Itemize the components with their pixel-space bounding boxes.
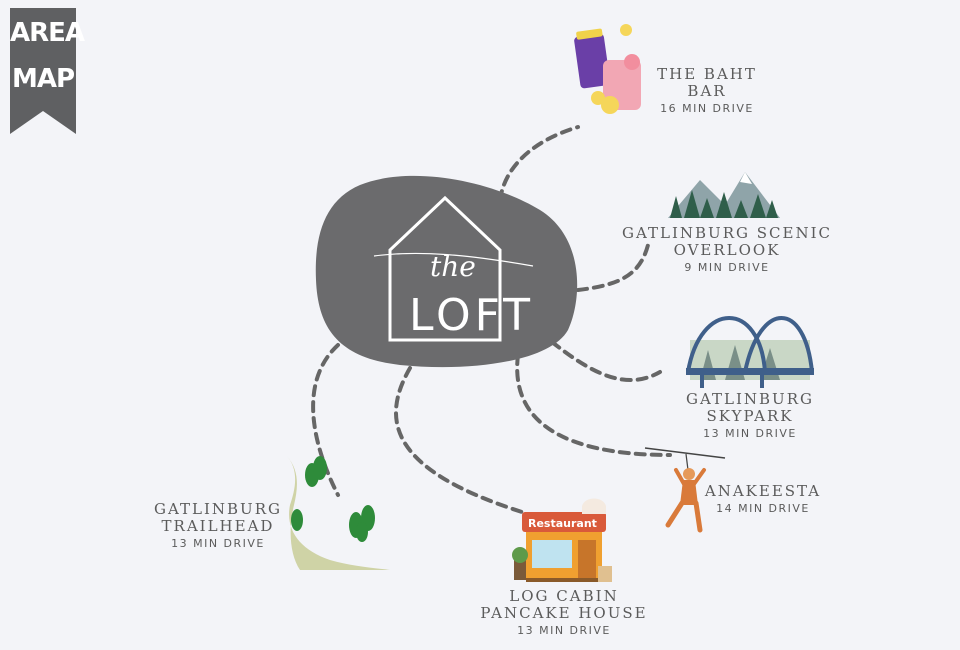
route-baht-bar	[498, 125, 580, 202]
location-log-cabin[interactable]: LOG CABIN PANCAKE HOUSE 13 MIN DRIVE	[474, 588, 654, 638]
location-name: LOG CABIN	[509, 587, 619, 605]
location-scenic-overlook[interactable]: GATLINBURG SCENIC OVERLOOK 9 MIN DRIVE	[612, 225, 842, 275]
route-log-cabin	[394, 366, 524, 514]
logo-script: the	[430, 250, 476, 283]
route-scenic-overlook	[576, 243, 650, 292]
location-name: ANAKEESTA	[704, 482, 822, 500]
trail-icon	[286, 455, 390, 570]
zipline-icon	[644, 447, 726, 533]
drive-time: 14 MIN DRIVE	[716, 502, 810, 515]
location-name: TRAILHEAD	[161, 517, 275, 535]
location-name: SKYPARK	[706, 407, 794, 425]
route-anakeesta	[515, 353, 672, 457]
badge-line-map: MAP	[11, 64, 75, 94]
location-skypark[interactable]: GATLINBURG SKYPARK 13 MIN DRIVE	[660, 391, 840, 441]
house-outline-icon	[388, 195, 502, 342]
badge-line-area: AREA	[10, 18, 85, 48]
restaurant-icon: Restaurant	[512, 498, 612, 582]
route-trailhead	[311, 343, 340, 497]
location-name: PANCAKE HOUSE	[480, 604, 648, 622]
location-trailhead[interactable]: GATLINBURG TRAILHEAD 13 MIN DRIVE	[138, 501, 298, 551]
location-name: GATLINBURG	[686, 390, 814, 408]
location-baht-bar[interactable]: THE BAHT BAR 16 MIN DRIVE	[612, 66, 802, 116]
swash-line	[373, 252, 534, 267]
skybridge-icon	[686, 316, 814, 388]
location-name: OVERLOOK	[673, 241, 781, 259]
location-name: GATLINBURG	[154, 500, 282, 518]
location-anakeesta[interactable]: ANAKEESTA 14 MIN DRIVE	[693, 483, 833, 516]
drive-time: 13 MIN DRIVE	[517, 624, 611, 637]
logo-word: LOFT	[409, 290, 534, 341]
location-name: BAR	[687, 82, 727, 100]
area-map-badge: AREA MAP	[10, 8, 85, 134]
drive-time: 9 MIN DRIVE	[684, 261, 770, 274]
drive-time: 16 MIN DRIVE	[660, 102, 754, 115]
restaurant-sign: Restaurant	[528, 517, 597, 530]
route-skypark	[550, 340, 662, 382]
location-name: GATLINBURG SCENIC	[622, 224, 832, 242]
drive-time: 13 MIN DRIVE	[171, 537, 265, 550]
location-name: THE BAHT	[657, 65, 757, 83]
drive-time: 13 MIN DRIVE	[703, 427, 797, 440]
cocktail-drinks-icon	[574, 24, 641, 114]
mountains-icon	[668, 172, 780, 218]
